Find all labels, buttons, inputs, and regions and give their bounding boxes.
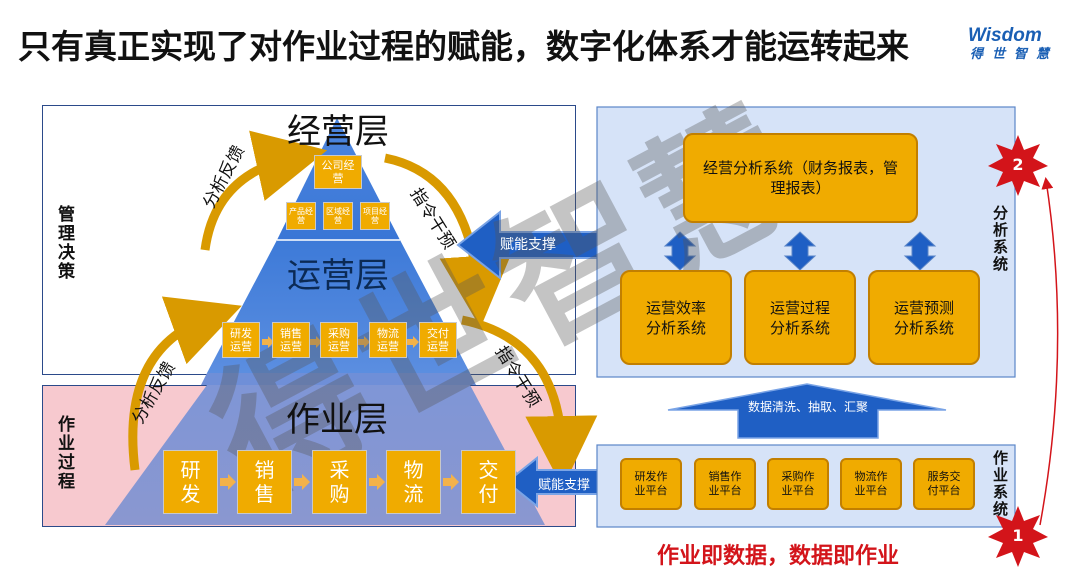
company-business-box: 公司经营 [314, 155, 362, 189]
double-arrows [663, 231, 937, 271]
platform-sales: 销售作业平台 [694, 458, 756, 510]
operation-item-sales: 销售运营 [272, 322, 310, 358]
project-business-box: 项目经营 [360, 202, 390, 230]
operation-item-delivery: 交付运营 [419, 322, 457, 358]
star-1-number: 1 [1012, 526, 1024, 545]
management-label: 管理决策 [54, 205, 74, 281]
command-arrow-lower [461, 315, 598, 488]
cycle-arrow [1039, 177, 1059, 526]
feedback-arrow-upper [200, 130, 328, 251]
work-item-sales: 销售 [237, 450, 292, 514]
empower-label-lower: 赋能支撑 [538, 478, 591, 493]
work-item-logistics: 物流 [386, 450, 441, 514]
region-business-label: 区域经营 [326, 207, 350, 225]
operation-label: 作业过程 [54, 415, 74, 491]
work-item-purchase: 采购 [312, 450, 367, 514]
business-analysis-system: 经营分析系统（财务报表，管理报表） [683, 133, 918, 223]
work-item-delivery: 交付 [461, 450, 516, 514]
project-business-label: 项目经营 [363, 207, 387, 225]
region-business-box: 区域经营 [323, 202, 353, 230]
star-2-shape [988, 135, 1048, 196]
empower-arrow-upper [456, 209, 599, 281]
work-step-arrows [220, 474, 459, 490]
forecast-analysis-system: 运营预测分析系统 [868, 270, 980, 365]
operation-item-rnd: 研发运营 [222, 322, 260, 358]
platform-purchase: 采购作业平台 [767, 458, 829, 510]
company-logo: Wisdom 得世智慧 [968, 26, 1058, 62]
page-title: 只有真正实现了对作业过程的赋能，数字化体系才能运转起来 [18, 27, 909, 66]
product-business-box: 产品经营 [286, 202, 316, 230]
slogan: 作业即数据，数据即作业 [657, 544, 900, 569]
feedback-arrow-lower [128, 296, 242, 471]
work-item-rnd: 研发 [163, 450, 218, 514]
command-arrow-upper [384, 153, 512, 328]
platform-rnd: 研发作业平台 [620, 458, 682, 510]
analysis-system-label: 分析系统 [991, 205, 1009, 273]
star-2-number: 2 [1012, 155, 1024, 174]
layer-business-title: 经营层 [287, 112, 389, 152]
data-arrow-label: 数据清洗、抽取、汇聚 [747, 400, 868, 414]
logo-text-cn: 得世智慧 [970, 46, 1059, 61]
product-business-label: 产品经营 [289, 207, 313, 225]
operation-item-logistics: 物流运营 [369, 322, 407, 358]
layer-work-title: 作业层 [286, 400, 388, 440]
star-1-shape [988, 506, 1048, 567]
work-system-label: 作业系统 [991, 450, 1009, 518]
process-analysis-system: 运营过程分析系统 [744, 270, 856, 365]
operation-item-purchase: 采购运营 [320, 322, 358, 358]
operation-step-arrows [262, 336, 419, 348]
logo-text-en: Wisdom [968, 25, 1042, 46]
data-arrow [667, 383, 947, 439]
layer-operation-title: 运营层 [287, 256, 389, 296]
platform-logistics: 物流作业平台 [840, 458, 902, 510]
empower-label-upper: 赋能支撑 [500, 237, 556, 253]
platform-service-delivery: 服务交付平台 [913, 458, 975, 510]
efficiency-analysis-system: 运营效率分析系统 [620, 270, 732, 365]
